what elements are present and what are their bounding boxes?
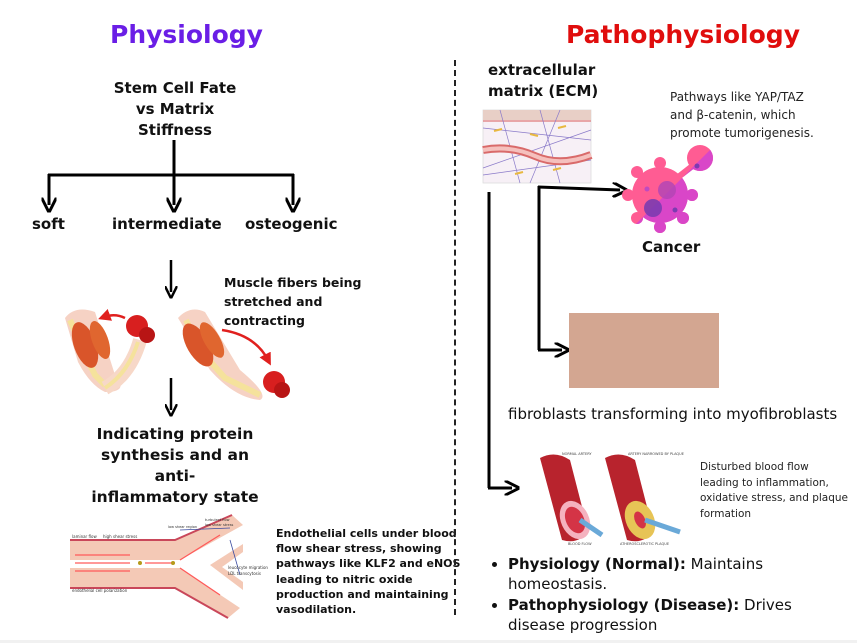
fibroblast-microscopy-image	[569, 313, 719, 388]
endothelial-caption-line: flow shear stress, showing	[276, 542, 442, 556]
endothelial-caption-line: leading to nitric oxide	[276, 572, 413, 586]
ecm-tissue-image	[482, 109, 593, 184]
fibroblast-caption: fibroblasts transforming into myofibrobl…	[508, 405, 838, 423]
endothelial-caption-line: Endothelial cells under blood	[276, 527, 457, 540]
summary-list: Physiology (Normal): Maintains homeostas…	[490, 554, 810, 636]
summary-term: Physiology (Normal):	[508, 555, 686, 573]
artery-caption-line: leading to inflammation,	[700, 476, 829, 489]
result-text-line: Indicating protein	[96, 425, 254, 443]
arrow-to-cancer	[537, 187, 620, 190]
summary-item-pathophysiology: Pathophysiology (Disease): Drives diseas…	[508, 595, 810, 635]
muscle-caption-line: Muscle fibers being	[224, 275, 362, 290]
endothelial-caption-line: production and maintaining	[276, 587, 449, 601]
result-text-line: synthesis and an anti-	[101, 446, 249, 485]
summary-term: Pathophysiology (Disease):	[508, 596, 740, 614]
branch-osteogenic: osteogenic	[245, 215, 338, 233]
vessel-label: turbulent flow	[205, 518, 230, 522]
muscle-caption-line: contracting	[224, 313, 305, 328]
vessel-label: low shear region	[168, 525, 197, 529]
vessel-label: high shear stress	[103, 534, 137, 539]
artery-caption-line: oxidative stress, and plaque	[700, 492, 849, 504]
vessel-label: LDL transcytosis	[228, 571, 261, 576]
endothelial-caption-line: vasodilation.	[276, 603, 357, 617]
section-divider	[454, 60, 456, 615]
vessel-label: laminar flow	[72, 534, 97, 539]
result-text-line: inflammatory state	[91, 488, 259, 506]
vessel-label: leucocyte migration	[228, 565, 268, 570]
ecm-label-line: matrix (ECM)	[488, 82, 599, 100]
artery-caption: Disturbed blood flow leading to inflamma…	[700, 460, 848, 522]
root-node-line: Stem Cell Fate	[113, 79, 237, 97]
result-text: Indicating protein synthesis and an anti…	[85, 424, 265, 508]
artery-label: ARTERY NARROWED BY PLAQUE	[628, 452, 684, 456]
ecm-label-line: extracellular	[488, 61, 596, 79]
root-node-stem-cell-fate: Stem Cell Fate vs Matrix Stiffness	[105, 78, 245, 141]
pathophysiology-title: Pathophysiology	[566, 20, 800, 49]
branch-intermediate: intermediate	[112, 215, 222, 233]
artery-comparison-image: NORMAL ARTERY ARTERY NARROWED BY PLAQUE …	[540, 452, 684, 546]
vessel-label: endothelial cell polarization	[72, 588, 128, 593]
cancer-label: Cancer	[642, 238, 701, 256]
root-node-line: vs Matrix	[135, 100, 215, 118]
root-node-line: Stiffness	[138, 121, 212, 139]
vessel-label: low shear stress	[205, 523, 234, 527]
bottom-border	[0, 640, 857, 643]
pathway-note-line: Pathways like YAP/TAZ	[670, 90, 804, 104]
endothelial-caption-line: pathways like KLF2 and eNOS	[276, 557, 461, 571]
pathway-note-line: promote tumorigenesis.	[670, 126, 814, 140]
summary-item-physiology: Physiology (Normal): Maintains homeostas…	[508, 554, 810, 594]
cancer-cell-icon	[622, 145, 713, 233]
summary-desc: Drives disease progression	[508, 596, 792, 634]
pathway-note-line: and β-catenin, which	[670, 108, 796, 122]
muscle-caption: Muscle fibers being stretched and contra…	[224, 273, 362, 330]
vessel-bifurcation-image: laminar flow high shear stress low shear…	[70, 514, 268, 619]
flexed-arm-image	[65, 308, 155, 395]
artery-label: BLOOD FLOW	[568, 542, 592, 546]
ecm-label: extracellular matrix (ECM)	[488, 60, 598, 102]
artery-label: ATHEROSCLEROTIC PLAQUE	[620, 542, 669, 546]
summary-desc: Maintains homeostasis.	[508, 555, 764, 593]
artery-caption-line: formation	[700, 507, 752, 520]
artery-label: NORMAL ARTERY	[562, 452, 592, 456]
artery-caption-line: Disturbed blood flow	[700, 461, 809, 473]
endothelial-caption: Endothelial cells under blood flow shear…	[276, 526, 460, 617]
physiology-title: Physiology	[110, 20, 263, 49]
extended-arm-image	[178, 309, 290, 400]
muscle-caption-line: stretched and	[224, 294, 323, 309]
pathway-note: Pathways like YAP/TAZ and β-catenin, whi…	[670, 88, 814, 142]
branch-soft: soft	[32, 215, 65, 233]
